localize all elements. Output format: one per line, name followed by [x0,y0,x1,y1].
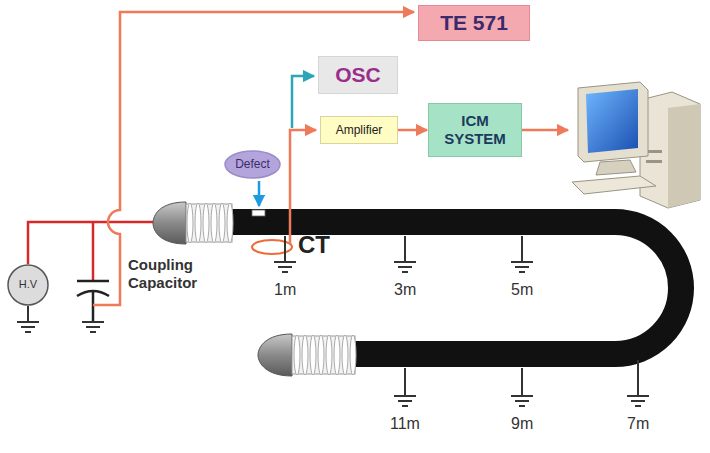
distance-label: 5m [511,280,533,299]
distance-label: 3m [394,280,416,299]
distance-label: 11m [390,414,420,433]
signal-wire [522,129,568,132]
node-text: OSC [335,62,381,87]
instrument-box: TE 571 [418,5,530,41]
capacitor-symbol [77,281,109,322]
computer-icon [572,82,700,208]
oscilloscope-box: OSC [318,56,398,94]
component-label: Coupling Capacitor [128,256,210,292]
signal-wire [93,12,414,305]
amplifier-box: Amplifier [320,116,398,144]
cable-termination [258,334,356,376]
node-text: Amplifier [336,123,383,137]
source-circle: H.V [7,264,49,306]
node-text: ICM SYSTEM [440,112,510,148]
defect-pointer [258,181,261,206]
node-text: Defect [235,157,270,171]
cable [232,222,681,354]
signal-wire [290,130,316,244]
callout-ellipse: Defect [224,150,281,179]
system-box: ICM SYSTEM [428,103,522,157]
ground-symbols [17,236,649,406]
node-text: TE 571 [440,10,508,35]
defect-mark [252,210,265,216]
distance-label: 9m [511,414,533,433]
node-text: H.V [19,278,37,291]
signal-arrow [398,129,427,132]
cable-termination [153,202,233,244]
signal-wire [292,76,314,128]
sensor-label: CT [298,231,330,260]
hv-wire [92,222,95,280]
distance-label: 1m [274,280,296,299]
distance-label: 7m [627,414,649,433]
